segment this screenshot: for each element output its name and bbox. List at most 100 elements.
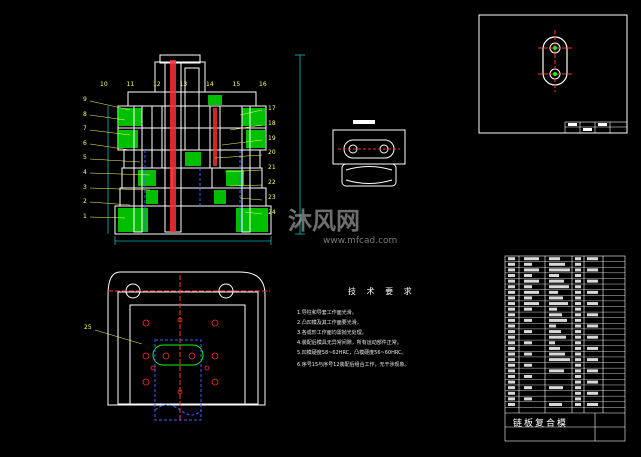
parts-list-cell-mark [524, 318, 532, 322]
parts-list-cell-mark [508, 346, 515, 350]
parts-list-cell-mark [549, 285, 569, 289]
parts-list-cell-mark [524, 374, 532, 378]
part-number-label: 9 [83, 96, 87, 103]
parts-list-cell-mark [508, 380, 515, 384]
parts-list-cell-mark [524, 363, 532, 367]
parts-list-cell-mark [524, 352, 532, 356]
part-number-label: 12 [153, 81, 161, 88]
parts-list-cell-mark [575, 290, 581, 294]
parts-list-cell-mark [549, 268, 570, 272]
part-number-label: 20 [268, 149, 276, 157]
parts-list-cell-mark [587, 380, 598, 384]
parts-list-cell-mark [549, 313, 562, 317]
parts-list-cell-mark [575, 279, 581, 283]
parts-list-cell-mark [587, 358, 598, 362]
part-number-label: 18 [268, 119, 276, 127]
parts-list-cell-mark [575, 402, 581, 406]
parts-list-cell-mark [549, 279, 564, 283]
technical-requirement-item: 3.各成形工作面均需抛光处理。 [297, 330, 367, 336]
parts-list-cell-mark [575, 380, 581, 384]
parts-list-cell-mark [549, 324, 556, 328]
strip-section-view [332, 120, 406, 187]
parts-list-cell-mark [549, 257, 560, 261]
parts-list-cell-mark [575, 257, 581, 261]
part-number-label: 4 [83, 169, 87, 176]
part-number-label: 1 [83, 212, 87, 220]
parts-list-cell-mark [575, 318, 581, 322]
technical-requirements-title: 技 术 要 求 [348, 287, 416, 296]
parts-list-cell-mark [575, 386, 581, 390]
watermark-url: www.mfcad.com [323, 236, 398, 246]
technical-requirement-item: 2.凸凹模及其工作面要光滑。 [297, 320, 362, 326]
part-number-label: 21 [268, 164, 276, 172]
part-number-label: 7 [83, 125, 87, 133]
parts-list-cell-mark [524, 296, 532, 300]
parts-list-cell-mark [575, 330, 581, 334]
parts-list-cell-mark [575, 268, 581, 272]
parts-list-cell-mark [549, 352, 565, 356]
parts-list-cell-mark [524, 386, 532, 390]
die-plan-view [94, 271, 270, 421]
watermark-logo: 沐风网 [288, 207, 360, 235]
part-number-label: 3 [83, 183, 87, 191]
parts-list-cell-mark [524, 279, 539, 283]
parts-list-cell-mark [508, 290, 515, 294]
technical-requirement-item: 1.导柱和导套工作面光滑。 [297, 310, 357, 316]
parts-list-cell-mark [575, 352, 581, 356]
parts-list-cell-mark [508, 363, 515, 367]
parts-list-rows [505, 257, 625, 408]
assembly-section-view [89, 54, 305, 245]
parts-list-cell-mark [575, 397, 581, 401]
parts-list-cell-mark [549, 369, 564, 373]
parts-list-cell-mark [508, 285, 515, 289]
parts-list-cell-mark [524, 307, 532, 311]
parts-list-cell-mark [575, 296, 581, 300]
parts-list-cell-mark [549, 386, 563, 390]
parts-list-cell-mark [587, 346, 598, 350]
parts-list-cell-mark [524, 302, 539, 306]
parts-list-table [504, 255, 626, 442]
parts-list-cell-mark [508, 369, 515, 373]
parts-list-cell-mark [508, 330, 515, 334]
parts-list-cell-mark [587, 290, 598, 294]
parts-list-cell-mark [549, 262, 565, 266]
parts-list-cell-mark [524, 257, 539, 261]
parts-list-cell-mark [508, 262, 515, 266]
parts-list-cell-mark [587, 335, 598, 339]
parts-list-cell-mark [524, 268, 539, 272]
parts-list-cell-mark [549, 358, 570, 362]
parts-list-cell-mark [575, 302, 581, 306]
parts-list-cell-mark [549, 330, 561, 334]
parts-list-cell-mark [524, 262, 532, 266]
part-number-label: 6 [83, 139, 87, 147]
strip-part-view [478, 14, 628, 134]
parts-list-cell-mark [549, 335, 566, 339]
parts-list-cell-mark [587, 279, 598, 283]
parts-list-cell-mark [508, 274, 515, 278]
parts-list-cell-mark [508, 307, 515, 311]
parts-list-cell-mark [587, 313, 598, 317]
parts-list-cell-mark [575, 313, 581, 317]
parts-list-cell-mark [549, 274, 559, 278]
parts-list-cell-mark [524, 290, 539, 294]
parts-list-cell-mark [549, 290, 558, 294]
parts-list-cell-mark [575, 363, 581, 367]
parts-list-cell-mark [524, 274, 532, 278]
parts-list-cell-mark [508, 358, 515, 362]
parts-list-cell-mark [508, 279, 515, 283]
parts-list-cell-mark [575, 324, 581, 328]
parts-list-cell-mark [575, 346, 581, 350]
parts-list-cell-mark [508, 397, 515, 401]
part-number-label: 24 [268, 208, 276, 216]
part-number-label: 17 [268, 105, 276, 112]
parts-list-cell-mark [575, 285, 581, 289]
parts-list-cell-mark [575, 374, 581, 378]
technical-requirement-item: 4.装配后模具无异常间隙，所有运动部件正常。 [297, 340, 402, 346]
parts-list-cell-mark [549, 296, 563, 300]
part-number-label: 11 [126, 81, 135, 88]
parts-list-cell-mark [587, 302, 598, 306]
plan-part-label: 25 [84, 324, 92, 331]
parts-list-cell-mark [575, 391, 581, 395]
parts-list-cell-mark [508, 296, 515, 300]
parts-list-cell-mark [587, 268, 598, 272]
